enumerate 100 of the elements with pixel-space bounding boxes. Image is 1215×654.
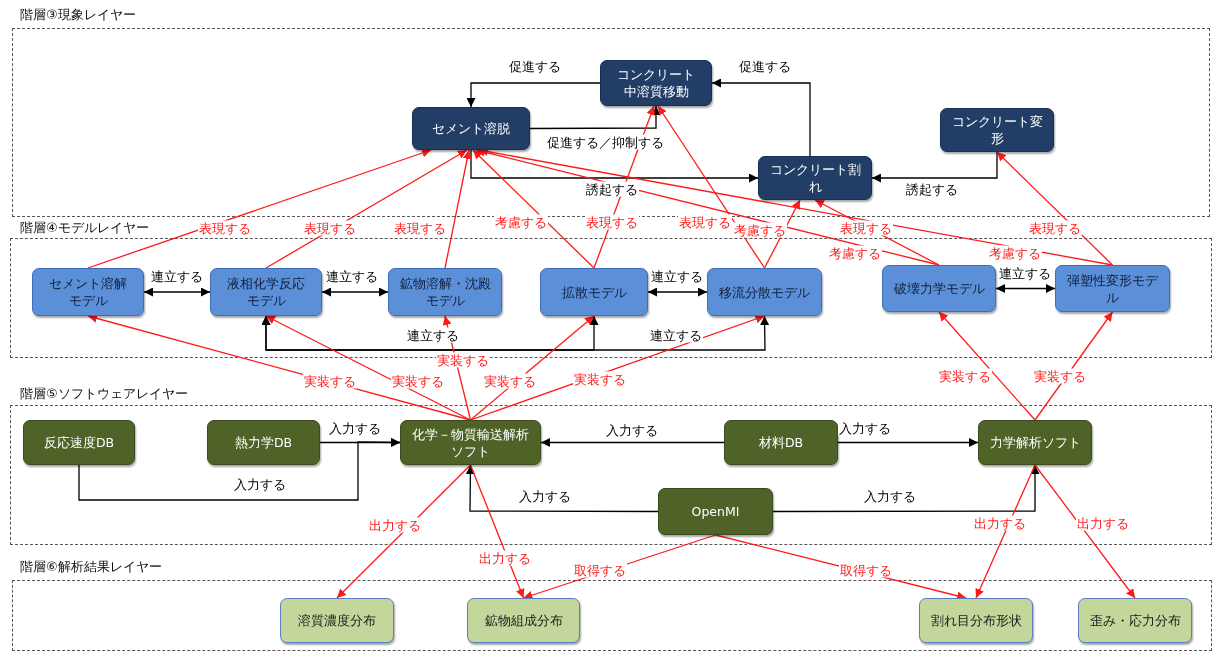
arrow: [593, 105, 656, 269]
software-box: 材料DB: [724, 420, 838, 465]
arrow: [469, 464, 525, 599]
edge-label: 出力する: [368, 517, 422, 533]
model-box: 弾塑性変形モデル: [1055, 265, 1170, 312]
result-box: 鉱物組成分布: [467, 598, 580, 643]
phenomenon-box: セメント溶脱: [412, 107, 530, 150]
edge-label: 入力する: [233, 476, 287, 492]
arrow: [466, 82, 601, 108]
arrow: [321, 287, 389, 297]
arrow: [469, 315, 595, 421]
arrow: [261, 315, 770, 351]
layer-heading: 階層③現象レイヤー: [20, 6, 136, 24]
arrow: [78, 437, 401, 501]
phenomenon-box: コンクリート変形: [940, 108, 1054, 152]
arrow: [996, 151, 1114, 266]
arrow: [714, 534, 967, 601]
model-box: 鉱物溶解・沈殿モデル: [388, 268, 502, 316]
arrow: [647, 287, 708, 297]
arrow: [336, 464, 472, 599]
arrow: [711, 78, 811, 157]
edge-label: 連立する: [150, 268, 204, 284]
edge-label: 取得する: [839, 562, 893, 578]
arrow: [470, 149, 759, 183]
result-box: 溶質濃度分布: [280, 598, 394, 643]
arrow: [522, 534, 717, 600]
edge-label: 表現する: [198, 220, 252, 236]
arrow: [995, 284, 1056, 293]
edge-label: 表現する: [1028, 220, 1082, 236]
edge-label: 考慮する: [494, 214, 548, 230]
layer-heading: 階層④モデルレイヤー: [20, 219, 149, 237]
edge-label: 実装する: [573, 371, 627, 387]
arrow: [975, 464, 1036, 599]
arrow: [472, 149, 595, 269]
arrow: [871, 151, 998, 183]
edge-label: 促進する: [508, 58, 562, 74]
arrow: [814, 199, 940, 266]
arrow: [1034, 464, 1136, 599]
edge-label: 促進する／抑制する: [545, 134, 665, 150]
phenomenon-box: コンクリート割れ: [758, 156, 872, 200]
layer-heading: 階層⑥解析結果レイヤー: [20, 558, 162, 576]
edge-label: 実装する: [483, 373, 537, 389]
edge-label: 考慮する: [988, 245, 1042, 261]
arrow: [1034, 311, 1114, 421]
model-box: セメント溶解モデル: [32, 268, 144, 316]
arrow: [444, 149, 472, 269]
edge-label: 実装する: [303, 373, 357, 389]
edge-label: 表現する: [839, 220, 893, 236]
edge-label: 入力する: [838, 420, 892, 436]
result-box: 割れ目分布形状: [919, 598, 1033, 643]
edge-label: 表現する: [585, 214, 639, 230]
arrow: [837, 438, 979, 447]
layer-heading: 階層⑤ソフトウェアレイヤー: [20, 385, 188, 403]
arrow: [265, 149, 468, 269]
edge-label: 入力する: [518, 488, 572, 504]
edge-label: 実装する: [1033, 368, 1087, 384]
model-box: 破壊力学モデル: [882, 265, 996, 312]
arrow: [469, 314, 766, 421]
edge-label: 誘起する: [905, 181, 959, 197]
software-box: 熱力学DB: [207, 420, 320, 465]
edge-label: 入力する: [605, 422, 659, 438]
edge-label: 入力する: [328, 420, 382, 436]
edge-label: 連立する: [650, 268, 704, 284]
edge-label: 出力する: [973, 515, 1027, 531]
edge-label: 表現する: [678, 214, 732, 230]
model-box: 液相化学反応モデル: [210, 268, 322, 316]
arrow: [540, 438, 725, 447]
phenomenon-box: コンクリート中溶質移動: [600, 60, 712, 106]
arrow: [475, 147, 940, 266]
software-box: 反応速度DB: [23, 420, 135, 465]
software-box: OpenMI: [658, 488, 773, 535]
arrow: [143, 287, 211, 297]
arrow: [763, 199, 801, 269]
edge-label: 取得する: [573, 562, 627, 578]
arrow: [938, 311, 1036, 421]
edge-label: 実装する: [436, 352, 490, 368]
edge-label: 表現する: [303, 220, 357, 236]
edge-label: 連立する: [998, 265, 1052, 281]
model-box: 移流分散モデル: [707, 268, 822, 316]
edge-label: 出力する: [478, 550, 532, 566]
edge-label: 連立する: [406, 327, 460, 343]
edge-label: 連立する: [649, 327, 703, 343]
edge-label: 考慮する: [733, 222, 787, 238]
edge-label: 出力する: [1076, 515, 1130, 531]
edge-label: 実装する: [938, 368, 992, 384]
arrow: [265, 315, 472, 421]
edge-label: 考慮する: [828, 245, 882, 261]
model-box: 拡散モデル: [540, 268, 648, 316]
edge-label: 誘起する: [585, 181, 639, 197]
software-box: 力学解析ソフト: [978, 420, 1092, 465]
edge-label: 連立する: [325, 268, 379, 284]
result-box: 歪み・応力分布: [1078, 598, 1192, 643]
software-box: 化学－物質輸送解析ソフト: [400, 420, 541, 465]
edge-label: 促進する: [738, 58, 792, 74]
edge-label: 実装する: [391, 373, 445, 389]
arrow: [442, 315, 472, 421]
arrow: [465, 464, 659, 513]
edge-label: 入力する: [863, 488, 917, 504]
arrow: [772, 464, 1040, 513]
arrow: [529, 105, 661, 130]
